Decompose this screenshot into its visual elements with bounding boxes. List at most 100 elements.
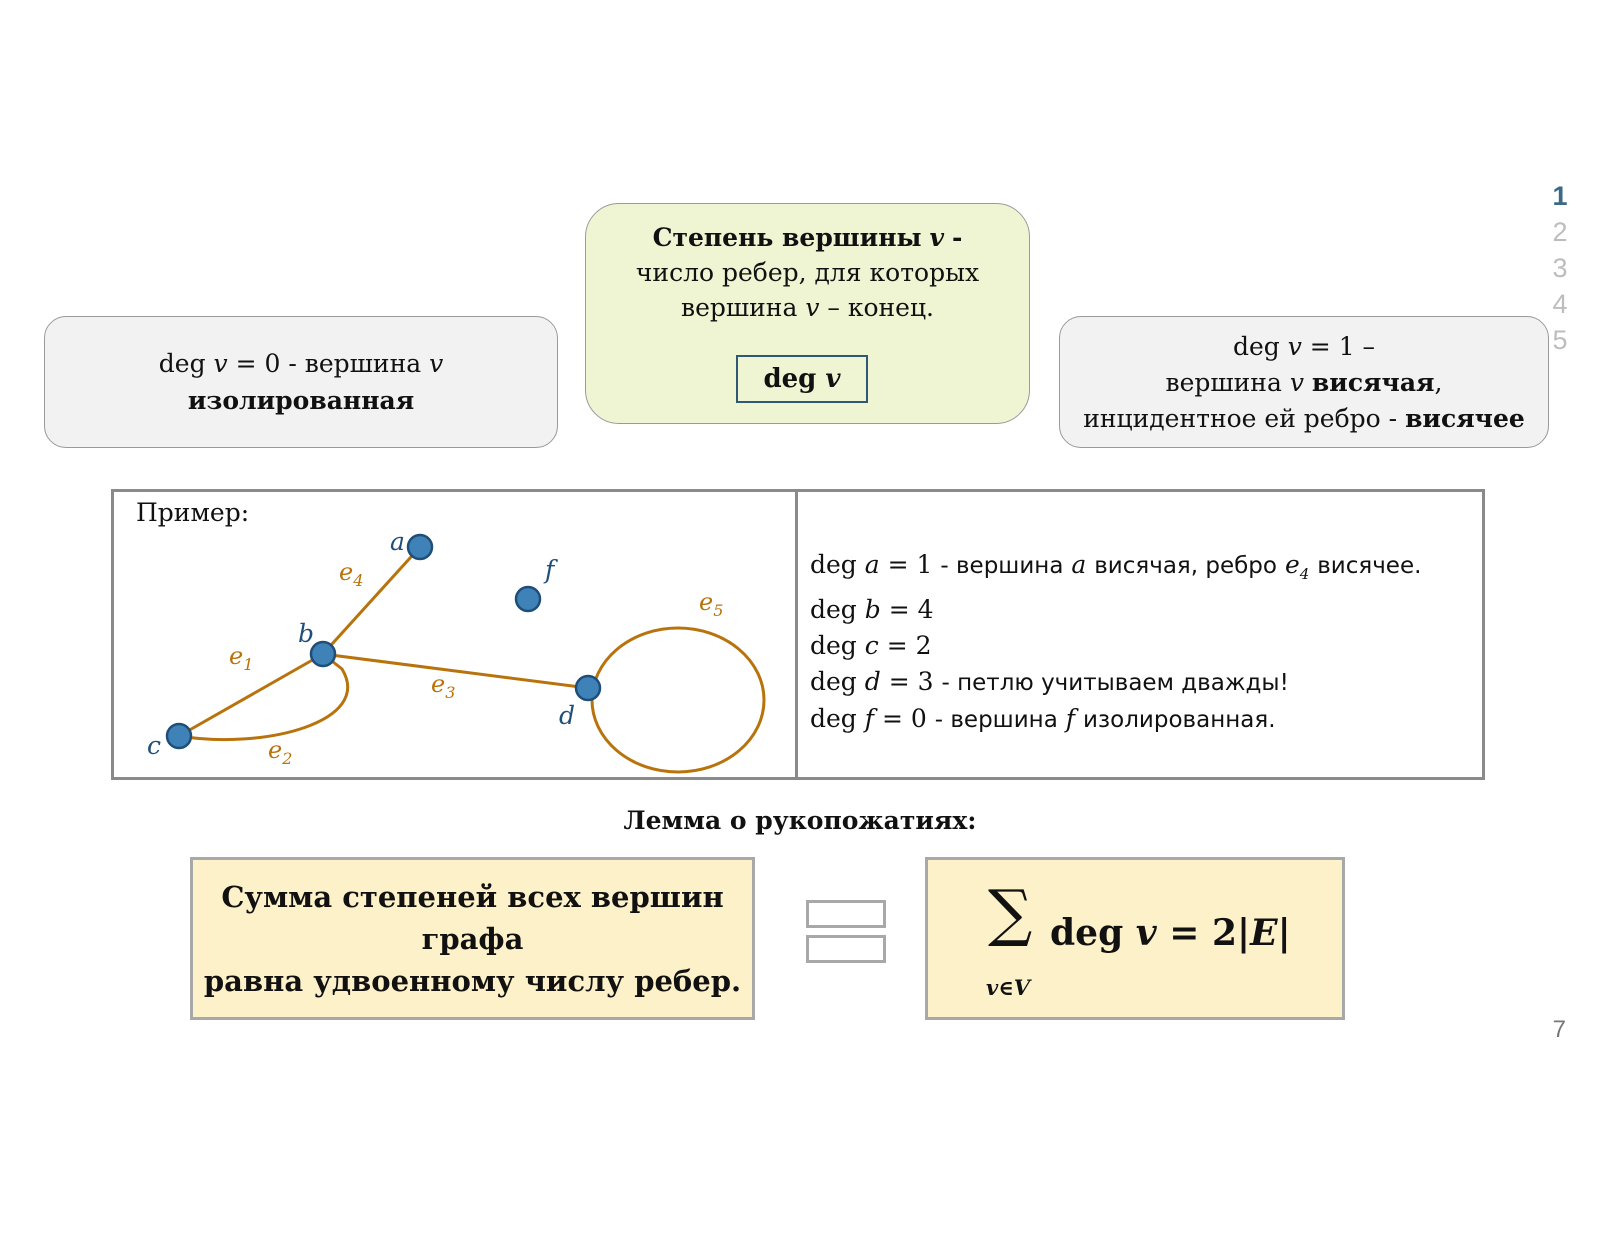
degree-note: висячее.	[1317, 553, 1422, 579]
var-a: a	[864, 550, 880, 579]
var-v: v	[825, 364, 841, 394]
degree-note: - петлю учитываем дважды!	[941, 670, 1289, 696]
table-divider	[795, 492, 798, 777]
var-d: d	[864, 667, 881, 696]
deg-op: deg	[1050, 912, 1124, 954]
edge-e5	[590, 626, 766, 774]
degree-list: deg a = 1 - вершина a висячая, ребро e4 …	[810, 547, 1421, 738]
var-b: b	[864, 595, 881, 624]
var-a: a	[1071, 550, 1087, 579]
isolated-desc: - вершина	[288, 349, 422, 378]
degree-value: = 0	[881, 704, 927, 733]
page-link-4[interactable]: 4	[1552, 289, 1568, 319]
edge-label-e2: e2	[268, 736, 292, 768]
page-link-2[interactable]: 2	[1552, 217, 1568, 247]
vertex-label-d: d	[559, 701, 575, 730]
definition-line3-prefix: вершина	[681, 293, 798, 322]
pendant-prefix: вершина	[1165, 368, 1282, 397]
lemma-formula-box: ∑ v∈V deg v = 2|E|	[925, 857, 1345, 1020]
pendant-edge-prefix: инцидентное ей ребро -	[1083, 404, 1398, 433]
sigma-icon: ∑	[988, 876, 1033, 949]
vertex-label-b: b	[298, 619, 314, 648]
deg-op: deg	[158, 349, 206, 378]
lemma-text-line1: Сумма степеней всех вершин графа	[221, 879, 724, 956]
equals-one: = 1 –	[1309, 332, 1376, 361]
var-v: v	[213, 349, 228, 378]
slide-number: 7	[1552, 1016, 1566, 1043]
equals-zero: = 0	[235, 349, 281, 378]
page-link-1[interactable]: 1	[1552, 181, 1568, 211]
example-table: Пример: a b c d f e1 e2 e3 e4 e	[111, 489, 1485, 780]
degree-note: висячая, ребро	[1094, 553, 1277, 579]
edge-e3	[322, 652, 589, 690]
deg-op: deg	[763, 364, 817, 394]
degree-note: - вершина	[934, 707, 1058, 733]
vertex-label-c: c	[147, 731, 161, 760]
degree-row-d: deg d = 3 - петлю учитываем дважды!	[810, 664, 1421, 701]
equals-sign-icon	[806, 900, 886, 963]
isolated-line1: deg v = 0 - вершина v	[45, 345, 557, 382]
vertex-d	[574, 674, 602, 702]
var-v: v	[429, 349, 444, 378]
deg-op: deg	[1232, 332, 1280, 361]
equals-bar-bottom	[806, 935, 886, 963]
deg-op: deg	[810, 550, 857, 579]
definition-line3-suffix: – конец.	[827, 293, 934, 322]
degree-value: = 2	[886, 631, 932, 660]
lemma-text-line2: равна удвоенному числу ребер.	[203, 963, 742, 998]
pendant-edge-word: висячее	[1405, 404, 1525, 433]
edge-label-e3: e3	[431, 670, 455, 702]
degree-note: изолированная.	[1082, 707, 1276, 733]
var-v: v	[1287, 332, 1302, 361]
deg-op: deg	[810, 667, 857, 696]
var-v: v	[1289, 368, 1304, 397]
degree-value: = 1	[887, 550, 933, 579]
example-label: Пример:	[136, 498, 250, 527]
page-link-5[interactable]: 5	[1552, 325, 1568, 355]
definition-card: Степень вершины v - число ребер, для кот…	[585, 203, 1030, 424]
edge-e1	[178, 652, 324, 738]
degree-row-f: deg f = 0 - вершина f изолированная.	[810, 701, 1421, 738]
deg-op: deg	[810, 704, 857, 733]
degree-row-a: deg a = 1 - вершина a висячая, ребро e4 …	[810, 547, 1421, 592]
var-f: f	[864, 704, 875, 733]
vertex-b	[309, 640, 337, 668]
definition-title-dash: -	[952, 223, 963, 252]
isolated-word: изолированная	[187, 386, 415, 415]
lemma-text-box: Сумма степеней всех вершин графа равна у…	[190, 857, 755, 1020]
definition-line2: число ребер, для которых	[635, 258, 980, 287]
var-f: f	[1065, 704, 1076, 733]
pendant-line3: инцидентное ей ребро - висячее	[1060, 401, 1548, 437]
vertex-label-f: f	[543, 555, 558, 584]
edge-label-e5: e5	[699, 588, 723, 620]
degree-note: - вершина	[940, 553, 1064, 579]
comma: ,	[1434, 368, 1443, 397]
edge-label-e4: e4	[339, 558, 363, 590]
definition-line3: вершина v – конец.	[586, 290, 1029, 325]
var-v: v	[1135, 912, 1157, 954]
vertex-f	[514, 585, 542, 613]
var-v: v	[929, 223, 945, 252]
definition-title-text: Степень вершины	[652, 223, 922, 252]
vertex-c	[165, 722, 193, 750]
edge-e2	[178, 652, 350, 742]
edge-e4	[321, 545, 422, 656]
vertex-a	[406, 533, 434, 561]
deg-notation-box: deg v	[736, 355, 868, 403]
vertex-label-a: a	[390, 527, 405, 556]
pendant-word: висячая	[1311, 368, 1435, 397]
formula-close: |	[1277, 912, 1291, 954]
degree-row-b: deg b = 4	[810, 592, 1421, 628]
edge-ref-e4: e4	[1284, 550, 1310, 583]
pendant-line1: deg v = 1 –	[1060, 329, 1548, 365]
definition-title: Степень вершины v -	[586, 220, 1029, 255]
var-e: E	[1250, 912, 1278, 954]
isolated-vertex-card: deg v = 0 - вершина v изолированная	[44, 316, 558, 448]
deg-op: deg	[810, 631, 857, 660]
deg-op: deg	[810, 595, 857, 624]
page-link-3[interactable]: 3	[1552, 253, 1568, 283]
degree-row-c: deg c = 2	[810, 628, 1421, 664]
var-v: v	[805, 293, 820, 322]
pendant-vertex-card: deg v = 1 – вершина v висячая, инцидентн…	[1059, 316, 1549, 448]
page-nav: 1 2 3 4 5	[1540, 178, 1580, 358]
